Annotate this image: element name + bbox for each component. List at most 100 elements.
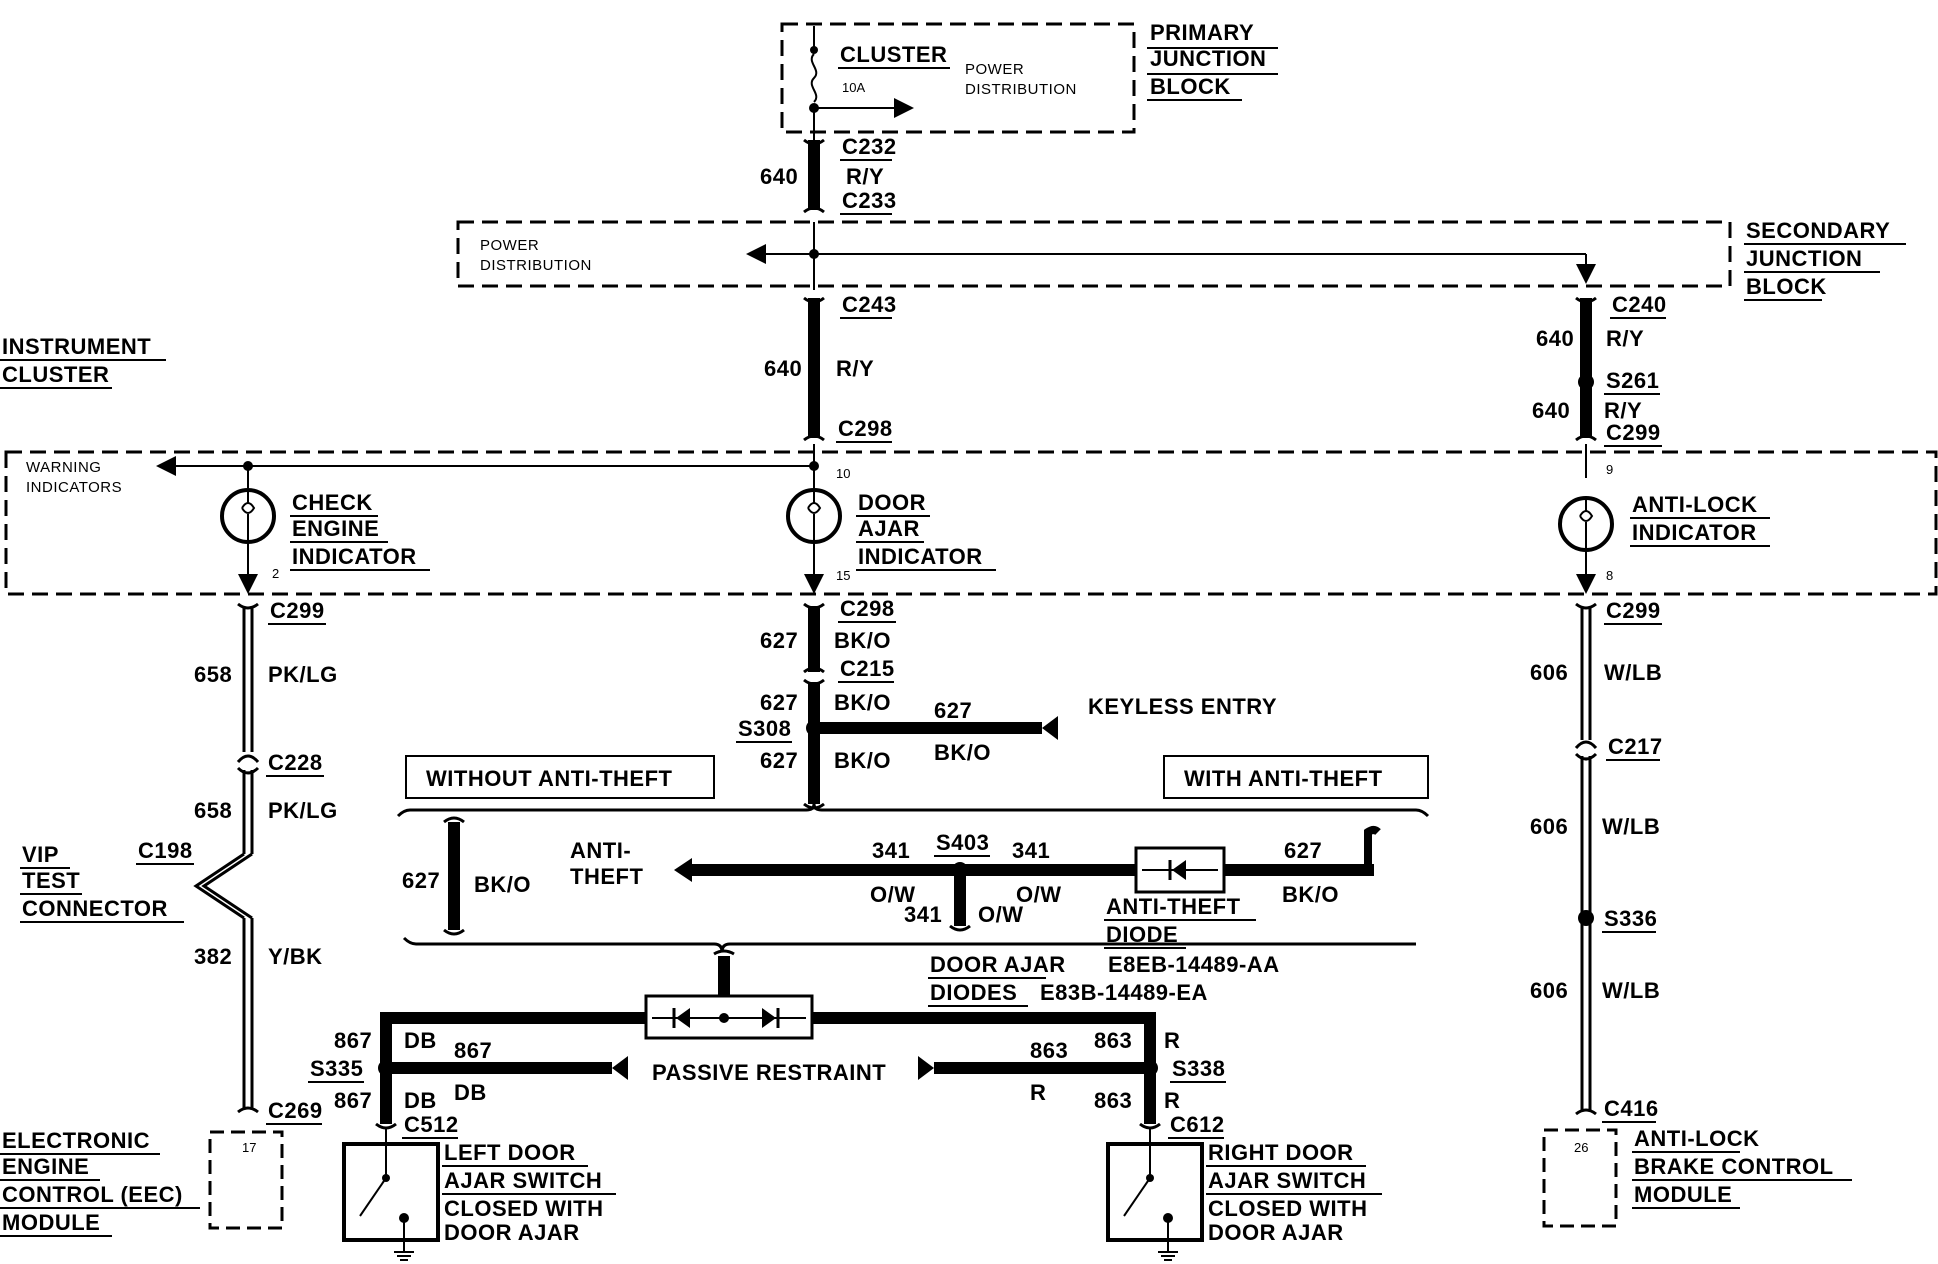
- ce-pin-bottom: 2: [272, 566, 279, 581]
- al-pin-top: 9: [1606, 462, 1613, 477]
- ow-c: O/W: [978, 902, 1024, 927]
- trunk-640-upper: C232 640 R/Y C233: [760, 134, 897, 215]
- ce-label-2: ENGINE: [292, 516, 379, 541]
- without-label: WITHOUT ANTI-THEFT: [426, 766, 673, 791]
- w863-a: 863: [1030, 1038, 1068, 1063]
- secondary-title-1: SECONDARY: [1746, 218, 1890, 243]
- primary-junction-block: PRIMARY JUNCTION BLOCK CLUSTER 10A POWER…: [780, 20, 1278, 140]
- ry-b: R/Y: [836, 356, 874, 381]
- pklg-a: PK/LG: [268, 662, 338, 687]
- check-engine-indicator: 2 CHECK ENGINE INDICATOR: [220, 466, 430, 594]
- rs-4: DOOR AJAR: [1208, 1220, 1344, 1245]
- ow-a: O/W: [870, 882, 916, 907]
- s336-splice: [1578, 910, 1594, 926]
- secondary-junction-block: POWER DISTRIBUTION SECONDARY JUNCTION BL…: [456, 218, 1906, 301]
- center-branch: C298 627 BK/O C215 627 BK/O S308 627 BK/…: [396, 596, 1430, 818]
- w867-a: 867: [334, 1028, 372, 1053]
- ls-4: DOOR AJAR: [444, 1220, 580, 1245]
- bko-keyless: BK/O: [934, 740, 991, 765]
- abs-1: ANTI-LOCK: [1634, 1126, 1759, 1151]
- w640-b: 640: [764, 356, 802, 381]
- w863-b: 863: [1094, 1028, 1132, 1053]
- abs-pin: 26: [1574, 1140, 1588, 1155]
- s308-splice: [806, 720, 822, 736]
- da-pin-top: 10: [836, 466, 850, 481]
- w341-a: 341: [872, 838, 910, 863]
- db-a: DB: [404, 1028, 437, 1053]
- ry-d: R/Y: [1604, 398, 1642, 423]
- without-anti-theft-box: [405, 755, 715, 799]
- bko-with: BK/O: [1282, 882, 1339, 907]
- keyless-arrow-icon: [1042, 716, 1058, 740]
- vip-test-connector-icon: [193, 852, 253, 920]
- bko-b: BK/O: [834, 690, 891, 715]
- w658-a: 658: [194, 662, 232, 687]
- w606-a: 606: [1530, 660, 1568, 685]
- vip-3: CONNECTOR: [22, 896, 168, 921]
- c298-top-label: C298: [838, 416, 893, 441]
- c416-label: C416: [1604, 1096, 1659, 1121]
- eec-3: CONTROL (EEC): [2, 1182, 183, 1207]
- bko-without: BK/O: [474, 872, 531, 897]
- w341-c: 341: [904, 902, 942, 927]
- left-door-switch: 867 DB 867 S335 PASSIVE RESTRAINT 867 DB…: [308, 1028, 886, 1261]
- wlb-c: W/LB: [1602, 978, 1660, 1003]
- anti-theft-row: ANTI- THEFT S403 341 341 O/W O/W 341 O/W…: [570, 826, 1381, 1007]
- w863-c: 863: [1094, 1088, 1132, 1113]
- r-a: R: [1164, 1028, 1180, 1053]
- vip-2: TEST: [22, 868, 80, 893]
- atd-2: DIODE: [1106, 922, 1178, 947]
- wlb-a: W/LB: [1604, 660, 1662, 685]
- anti-theft-1: ANTI-: [570, 838, 631, 863]
- door-ajar-indicator: 10 15 DOOR AJAR INDICATOR: [786, 466, 996, 594]
- c243-label: C243: [842, 292, 897, 317]
- primary-power-2: DISTRIBUTION: [965, 81, 1077, 98]
- cluster-fuse-label: CLUSTER: [840, 42, 947, 67]
- w606-c: 606: [1530, 978, 1568, 1003]
- db-b: DB: [404, 1088, 437, 1113]
- eec-1: ELECTRONIC: [2, 1128, 150, 1153]
- db-c: DB: [454, 1080, 487, 1105]
- primary-title-3: BLOCK: [1150, 74, 1231, 99]
- w627-b: 627: [760, 690, 798, 715]
- without-anti-theft-leg: 627 BK/O: [402, 816, 1416, 953]
- atd-pn: E8EB-14489-AA: [1108, 952, 1280, 977]
- abs-3: MODULE: [1634, 1182, 1732, 1207]
- w867-b: 867: [454, 1038, 492, 1063]
- eec-pin: 17: [242, 1140, 256, 1155]
- warning-2: INDICATORS: [26, 479, 122, 496]
- ls-3: CLOSED WITH: [444, 1196, 604, 1221]
- eec-4: MODULE: [2, 1210, 100, 1235]
- s338-label: S338: [1172, 1056, 1225, 1081]
- c298-bot-label: C298: [840, 596, 895, 621]
- abs-2: BRAKE CONTROL: [1634, 1154, 1834, 1179]
- dad-pn: E83B-14489-EA: [1040, 980, 1208, 1005]
- cluster-title-2: CLUSTER: [2, 362, 109, 387]
- anti-theft-arrow-icon: [674, 858, 692, 882]
- da-label-1: DOOR: [858, 490, 926, 515]
- c228-label: C228: [268, 750, 323, 775]
- c215-label: C215: [840, 656, 895, 681]
- with-anti-theft-box: [1163, 755, 1429, 799]
- w640-d: 640: [1532, 398, 1570, 423]
- ry-a: R/Y: [846, 164, 884, 189]
- s403-label: S403: [936, 830, 989, 855]
- atd-1: ANTI-THEFT: [1106, 894, 1241, 919]
- bko-a: BK/O: [834, 628, 891, 653]
- c232-label: C232: [842, 134, 897, 159]
- fuse-icon: [810, 53, 818, 103]
- s336-label: S336: [1604, 906, 1657, 931]
- al-pin-bottom: 8: [1606, 568, 1613, 583]
- da-label-2: AJAR: [858, 516, 920, 541]
- passive-label: PASSIVE RESTRAINT: [652, 1060, 886, 1085]
- pklg-b: PK/LG: [268, 798, 338, 823]
- cluster-title-1: INSTRUMENT: [2, 334, 151, 359]
- anti-theft-2: THEFT: [570, 864, 643, 889]
- eec-2: ENGINE: [2, 1154, 89, 1179]
- c299-right-top-label: C299: [1606, 420, 1661, 445]
- w627-without: 627: [402, 868, 440, 893]
- with-label: WITH ANTI-THEFT: [1184, 766, 1383, 791]
- secondary-power-2: DISTRIBUTION: [480, 257, 592, 274]
- ow-b: O/W: [1016, 882, 1062, 907]
- s261-splice: [1578, 374, 1594, 390]
